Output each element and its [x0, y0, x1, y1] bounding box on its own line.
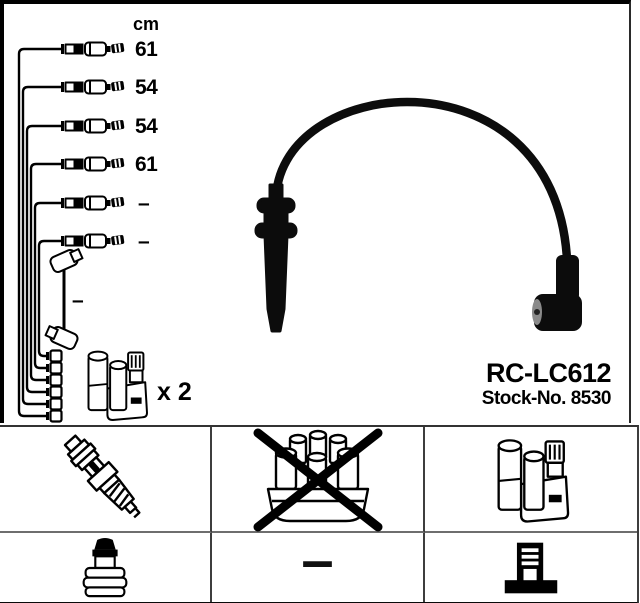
angled-boot — [532, 255, 582, 331]
coil-quantity-label: x 2 — [157, 378, 192, 406]
terminal-nut-icon — [82, 537, 128, 597]
lead-length: 54 — [135, 115, 158, 138]
distributor-cap-crossed-icon — [253, 428, 382, 531]
stock-number: Stock-No. 8530 — [481, 387, 612, 409]
lead-row: – — [33, 192, 151, 375]
lead-length: – — [138, 230, 150, 253]
coil-tower-connector-icon — [504, 542, 558, 593]
coil-pack-drawing: x 2 — [87, 350, 192, 421]
table-cell-spark-plug — [0, 427, 212, 533]
ignition-coil-icon — [497, 439, 570, 523]
lead-row: – — [37, 230, 151, 363]
application-table: – — [0, 425, 639, 603]
plug-boot — [254, 183, 298, 333]
part-number: RC-LC612 — [485, 358, 612, 388]
table-cell-distributor-cap — [212, 427, 425, 533]
lead-row: 54 — [25, 115, 159, 399]
table-cell-terminal-nut — [0, 533, 212, 602]
cable-arc — [271, 97, 572, 264]
diagram-panel: cm 61 54 54 — [0, 0, 631, 423]
lead-length: – — [138, 192, 150, 215]
cross-out-mark — [253, 428, 382, 531]
lead-length: 54 — [135, 76, 158, 99]
lead-row: 61 — [17, 38, 159, 423]
table-cell-dash: – — [212, 528, 425, 602]
lead-row: 61 — [29, 153, 159, 387]
table-cell-coil-connector — [425, 533, 637, 602]
ignition-lead-photo — [254, 97, 582, 333]
unit-header: cm — [133, 14, 159, 34]
spark-plug-icon — [63, 434, 141, 519]
lead-length: 61 — [135, 153, 158, 176]
lead-row: 54 — [21, 76, 159, 411]
short-lead: – — [43, 245, 85, 352]
lead-length: 61 — [135, 38, 158, 61]
table-cell-ignition-coil — [425, 427, 637, 533]
dash-mark: – — [301, 528, 334, 593]
part-number-block: RC-LC612 Stock-No. 8530 — [481, 358, 612, 410]
cable-schematic: cm 61 54 54 — [17, 14, 192, 423]
short-lead-length: – — [72, 289, 84, 312]
